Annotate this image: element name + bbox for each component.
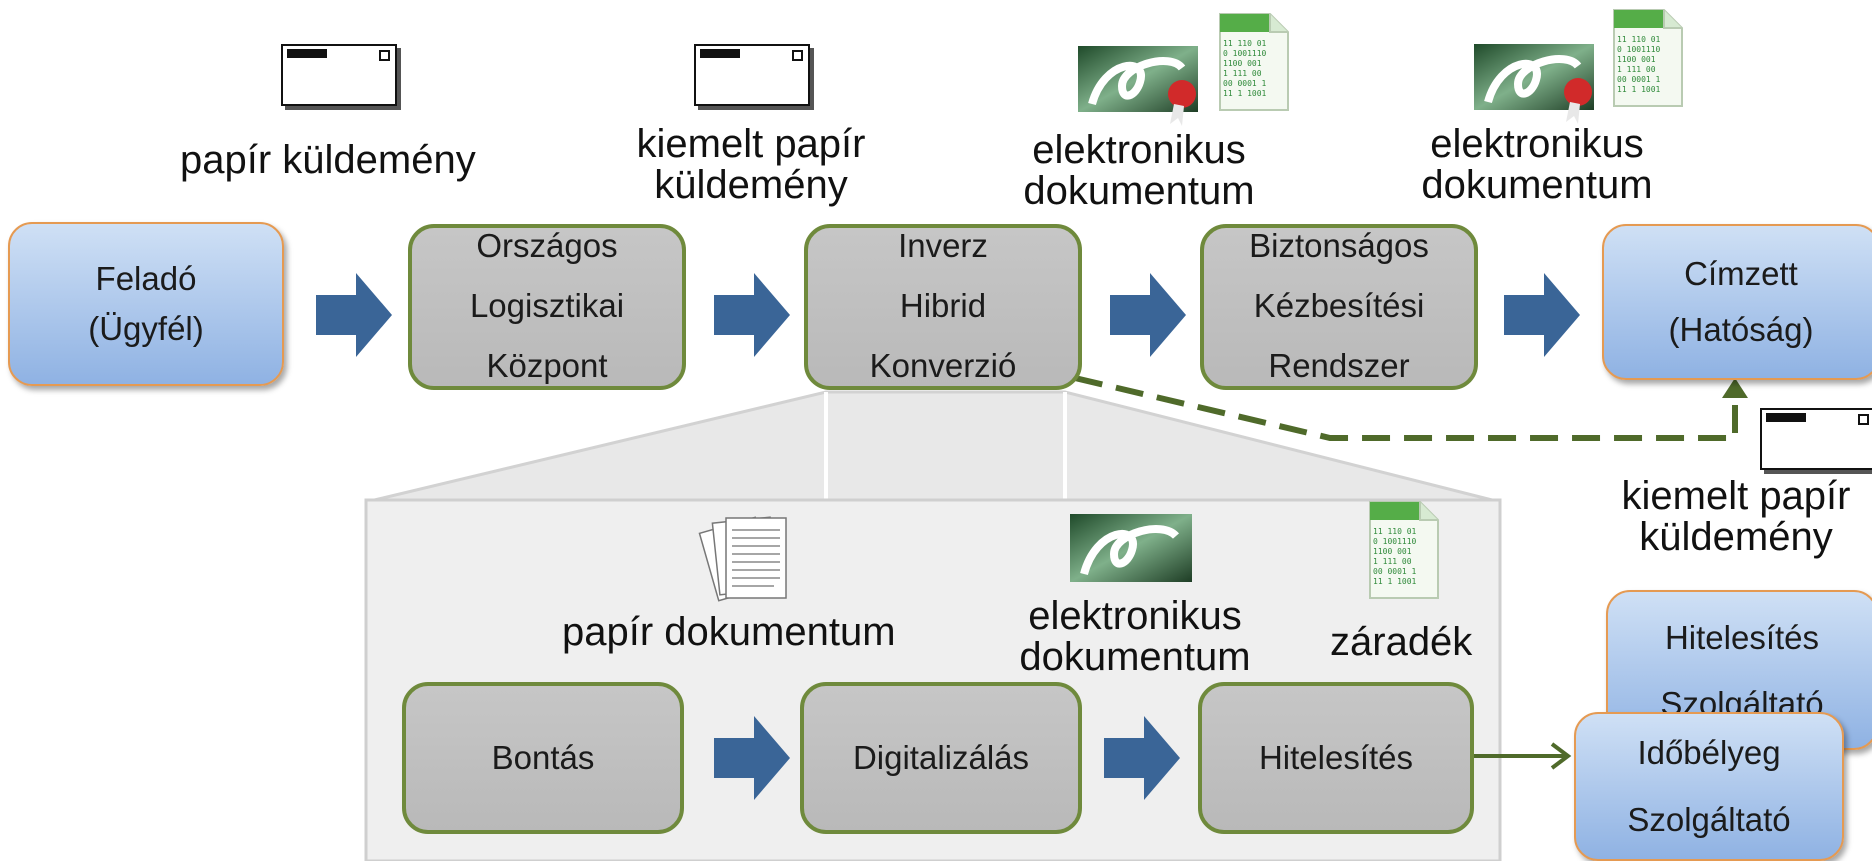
binary-line: 0 1001110 <box>1617 45 1661 54</box>
authentication-box: Hitelesítés <box>1198 682 1474 834</box>
opening-label: Bontás <box>491 738 595 776</box>
binary-line: 11 1 1001 <box>1373 577 1417 586</box>
recipient-line1: Címzett <box>1684 254 1798 292</box>
electronic-document-line1: elektronikus <box>1028 594 1242 638</box>
electronic-document-label: elektronikus dokumentum <box>994 128 1284 214</box>
logistics-line1: Országos <box>476 227 618 264</box>
priority-paper-mail-line2: küldemény <box>654 163 848 208</box>
recipient-line2: (Hatóság) <box>1668 311 1814 348</box>
priority-paper-mail-line1: kiemelt papír <box>636 122 866 166</box>
timestamp-provider-line1: Időbélyeg <box>1637 734 1781 772</box>
clause-label: záradék <box>1330 620 1473 664</box>
binary-line: 1 111 00 <box>1223 69 1262 78</box>
envelope-icon <box>281 44 397 106</box>
arrow-right-icon <box>714 273 790 357</box>
conversion-line2: Hibrid <box>899 286 987 324</box>
electronic-document-line2: dokumentum <box>1421 163 1653 208</box>
binary-file-icon: 11 110 01 0 1001110 1100 001 1 111 00 00… <box>1369 501 1439 599</box>
binary-line: 11 110 01 <box>1223 39 1267 48</box>
electronic-document-line1: elektronikus <box>1032 128 1246 172</box>
timestamp-provider-box: Időbélyeg Szolgáltató <box>1574 712 1844 861</box>
conversion-line1: Inverz <box>898 227 988 264</box>
paper-mail-label: papír küldemény <box>180 138 476 182</box>
electronic-document-line2: dokumentum <box>1019 635 1251 680</box>
binary-line: 00 0001 1 <box>1617 75 1661 84</box>
binary-line: 0 1001110 <box>1373 537 1417 546</box>
sender-line1: Feladó <box>95 259 197 297</box>
binary-line: 11 110 01 <box>1373 527 1417 536</box>
binary-line: 00 0001 1 <box>1223 79 1267 88</box>
priority-paper-mail-line1: kiemelt papír <box>1621 474 1851 518</box>
recipient-box: Címzett (Hatóság) <box>1602 224 1872 380</box>
electronic-document-label: elektronikus dokumentum <box>1392 122 1682 208</box>
conversion-box: Inverz Hibrid Konverzió <box>804 224 1082 390</box>
binary-line: 1100 001 <box>1223 59 1262 68</box>
paper-documents-icon <box>698 516 787 602</box>
arrow-right-icon <box>1504 273 1580 357</box>
delivery-line1: Biztonságos <box>1249 227 1429 264</box>
binary-line: 1100 001 <box>1617 55 1656 64</box>
binary-line: 11 110 01 <box>1617 35 1661 44</box>
delivery-line2: Kézbesítési <box>1253 286 1425 324</box>
arrow-right-icon <box>1104 716 1180 800</box>
logistics-center-box: Országos Logisztikai Központ <box>408 224 686 390</box>
electronic-document-label: elektronikus dokumentum <box>996 594 1274 680</box>
electronic-document-line2: dokumentum <box>1023 169 1255 214</box>
binary-line: 1 111 00 <box>1373 557 1412 566</box>
electronic-document-icon <box>1078 46 1198 126</box>
delivery-system-box: Biztonságos Kézbesítési Rendszer <box>1200 224 1478 390</box>
binary-line: 00 0001 1 <box>1373 567 1417 576</box>
envelope-icon <box>694 44 810 106</box>
digitizing-label: Digitalizálás <box>852 738 1030 776</box>
priority-paper-mail-label: kiemelt papír küldemény <box>616 122 886 208</box>
priority-paper-mail-label: kiemelt papír küldemény <box>1600 474 1872 560</box>
conversion-line3: Konverzió <box>869 346 1017 384</box>
authentication-label: Hitelesítés <box>1258 738 1414 776</box>
binary-file-icon: 11 110 01 0 1001110 1100 001 1 111 00 00… <box>1219 13 1289 111</box>
delivery-line3: Rendszer <box>1268 346 1410 384</box>
timestamp-provider-line2: Szolgáltató <box>1627 800 1791 838</box>
binary-line: 0 1001110 <box>1223 49 1267 58</box>
auth-provider-line1: Hitelesítés <box>1664 619 1820 656</box>
electronic-document-line1: elektronikus <box>1430 122 1644 166</box>
digitizing-box: Digitalizálás <box>800 682 1082 834</box>
electronic-document-icon <box>1070 514 1192 582</box>
sender-line2: (Ügyfél) <box>88 310 204 347</box>
paper-document-label: papír dokumentum <box>562 610 896 654</box>
binary-line: 11 1 1001 <box>1617 85 1661 94</box>
electronic-document-icon <box>1474 44 1594 124</box>
logistics-line3: Központ <box>486 346 608 384</box>
binary-file-icon: 11 110 01 0 1001110 1100 001 1 111 00 00… <box>1613 9 1683 107</box>
logistics-line2: Logisztikai <box>469 286 625 324</box>
binary-line: 11 1 1001 <box>1223 89 1267 98</box>
opening-box: Bontás <box>402 682 684 834</box>
arrow-right-icon <box>714 716 790 800</box>
sender-box: Feladó (Ügyfél) <box>8 222 284 386</box>
arrow-right-icon <box>316 273 392 357</box>
priority-paper-mail-line2: küldemény <box>1639 515 1833 560</box>
binary-line: 1 111 00 <box>1617 65 1656 74</box>
envelope-icon <box>1760 408 1872 470</box>
arrow-right-icon <box>1110 273 1186 357</box>
binary-line: 1100 001 <box>1373 547 1412 556</box>
